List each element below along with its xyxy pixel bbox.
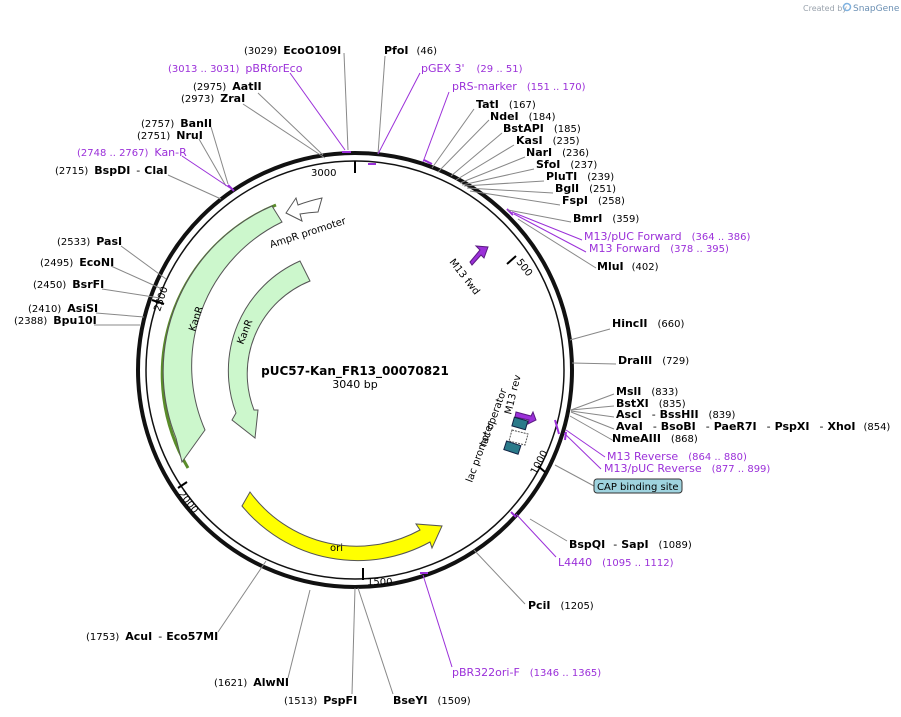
site-bseyi: BseYI(1509) [393,694,471,707]
site-ndei: NdeI(184) [490,110,556,123]
tick-label-500: 500 [514,257,534,279]
site-pluti: PluTI(239) [546,170,614,183]
tick-500 [506,255,517,265]
backbone-outer [136,151,574,589]
site-bpu10i: (2388)Bpu10I [14,314,97,327]
site-prsmarker: pRS-marker(151 .. 170) [452,80,586,93]
site-nari: NarI(236) [526,146,589,159]
site-banii: (2757)BanII [141,117,212,130]
site-bsrfi: (2450)BsrFI [33,278,104,291]
lac-operator-box[interactable] [511,416,529,431]
site-l4440: L4440(1095 .. 1112) [558,556,674,569]
credit-brand: SnapGene [853,4,900,14]
site-asisi: (2410)AsiSI [28,302,98,315]
site-bstapi: BstAPI(185) [503,122,581,135]
site-m13-reverse: M13 Reverse(864 .. 880) [607,450,747,463]
credit-prefix: Created by [803,4,847,13]
tick-2000 [177,481,188,489]
site-econi: (2495)EcoNI [40,256,114,269]
m13-fwd-label: M13 fwd [447,257,482,297]
site-pasi: (2533)PasI [57,235,122,248]
cap-binding-site-tag[interactable] [593,478,683,494]
site-bgli: BglI(251) [555,182,616,195]
cap-site-box[interactable] [508,429,529,446]
lac-promoter-box[interactable] [503,440,522,455]
tick-label-3000: 3000 [311,168,336,179]
tick-2500 [151,299,165,305]
site-m13-forward: M13 Forward(378 .. 395) [589,242,729,255]
site-tati: TatI(167) [476,98,536,111]
kanr-outer-arrow[interactable] [162,205,283,464]
site-draiii: DraIII(729) [618,354,689,367]
ori-arrow[interactable] [241,491,443,562]
site-m13puc-forward: M13/pUC Forward(364 .. 386) [584,230,750,243]
ampr-promoter-arrow[interactable] [285,196,323,222]
site-pfoi: PfoI(46) [384,44,437,57]
cap-binding-site-label: CAP binding site [597,482,679,493]
ori-label: ori [330,543,343,554]
site-bstxi: BstXI(835) [616,397,686,410]
tick-marks [151,161,546,580]
site-hincii: HincII(660) [612,317,685,330]
site-pgex3: pGEX 3'(29 .. 51) [421,62,523,75]
m13-rev-arrow[interactable] [514,410,537,425]
site-sfoi: SfoI(237) [536,158,597,171]
site-bspqi: BspQI-SapI(1089) [569,538,692,551]
site-aatii: (2975)AatII [193,80,262,93]
site-avai: AvaI-BsoBI-PaeR7I-PspXI-XhoI(854) [616,420,890,433]
leader-lines [94,52,617,695]
site-pcii: PciI(1205) [528,599,594,612]
site-bspdi: (2715)BspDI-ClaI [55,164,168,177]
site-msli: MslI(833) [616,385,678,398]
kanr-inner-arrow[interactable] [227,260,311,439]
site-zrai: (2973)ZraI [181,92,245,105]
plasmid-name: pUC57-Kan_FR13_00070821 [261,364,449,379]
site-nrui: (2751)NruI [137,129,203,142]
site-mlui: MluI(402) [597,260,659,273]
plasmid-length: 3040 bp [332,378,377,391]
site-alwni: (1621)AlwNI [214,676,289,689]
site-pbrforeco: (3013 .. 3031)pBRforEco [168,62,303,75]
m13-fwd-arrow[interactable] [469,245,489,266]
site-fspi: FspI(258) [562,194,625,207]
site-m13puc-reverse: M13/pUC Reverse(877 .. 899) [604,462,770,475]
tick-label-2000: 2000 [176,489,200,516]
site-kasi: KasI(235) [516,134,580,147]
snapgene-logo-icon [842,2,852,12]
tick-label-1500: 1500 [367,577,392,588]
site-labels: (3029)EcoO109I PfoI(46) (3013 .. 3031)pB… [14,44,890,707]
site-acui: (1753)AcuI-Eco57MI [86,630,218,643]
site-pbr322ori: pBR322ori-F(1346 .. 1365) [452,666,601,679]
site-asci: AscI-BssHII(839) [616,408,736,421]
lac-promoter-label: lac promoter [464,419,497,484]
site-nmeaiii: NmeAIII(868) [612,432,698,445]
tick-1000 [537,465,546,473]
site-bmri: BmrI(359) [573,212,639,225]
site-ecoo109i: (3029)EcoO109I [244,44,341,57]
site-pspfi: (1513)PspFI [284,694,357,707]
site-kan-r-primer: (2748 .. 2767)Kan-R [77,146,187,159]
